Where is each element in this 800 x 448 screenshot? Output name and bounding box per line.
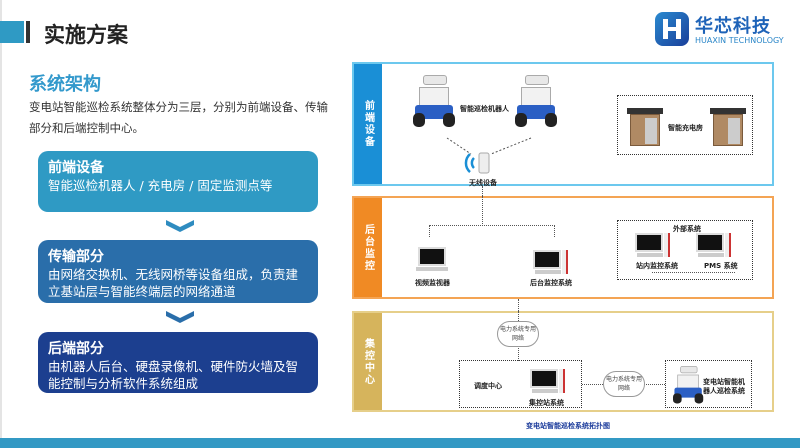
- dispatch-label: 调度中心: [474, 382, 502, 390]
- power-network-cloud: 电力系统专用网络: [497, 321, 539, 347]
- diagram-caption: 变电站智能巡检系统拓扑图: [526, 422, 610, 430]
- station-monitor-label: 站内监控系统: [636, 262, 678, 270]
- card-title: 传输部分: [48, 249, 104, 265]
- wireless-links: [446, 137, 532, 155]
- dispatch-center-group: [459, 360, 582, 408]
- computer-icon: [635, 233, 671, 259]
- card-text: 智能巡检机器人 / 充电房 / 固定监测点等: [48, 178, 273, 193]
- video-monitor-label: 视频监视器: [415, 279, 450, 287]
- robot-icon: [515, 75, 557, 130]
- layer-label: 集控中心: [354, 313, 382, 410]
- robot-system-label: 变电站智能机器人巡检系统: [703, 378, 745, 395]
- header-accent-bar: [26, 21, 30, 43]
- section-subtitle: 系统架构: [29, 74, 101, 95]
- layer-label: 前端设备: [354, 64, 382, 184]
- robot-icon: [413, 75, 455, 130]
- header-accent-block: [0, 21, 24, 43]
- wireless-label: 无线设备: [469, 179, 497, 187]
- card-text: 由机器人后台、硬盘录像机、硬件防火墙及智能控制与分析软件系统组成: [48, 359, 299, 391]
- computer-icon: [533, 250, 569, 276]
- robot-label: 智能巡检机器人: [460, 105, 509, 113]
- layer-central-control: 集控中心: [352, 311, 774, 412]
- power-network-cloud: 电力系统专用网络: [603, 371, 645, 397]
- pms-label: PMS 系统: [704, 262, 738, 270]
- layer-backend-monitor: 后台监控: [352, 196, 774, 299]
- external-system-label: 外部系统: [673, 225, 701, 233]
- robot-icon: [673, 366, 704, 406]
- company-logo: 华芯科技 HUAXIN TECHNOLOGY: [655, 10, 795, 50]
- logo-name-en: HUAXIN TECHNOLOGY: [695, 36, 784, 45]
- charging-room-icon: [710, 108, 746, 150]
- laptop-icon: [416, 247, 454, 273]
- layer-front-end: 前端设备: [352, 62, 774, 186]
- layer-label: 后台监控: [354, 198, 382, 297]
- logo-name-cn: 华芯科技: [695, 16, 771, 37]
- card-title: 后端部分: [48, 341, 104, 357]
- intro-text: 变电站智能巡检系统整体分为三层，分别为前端设备、传输部分和后端控制中心。: [29, 100, 328, 135]
- wifi-icon: [464, 152, 490, 174]
- card-title: 前端设备: [48, 160, 104, 176]
- chevron-down-icon: [166, 311, 194, 323]
- card-transmission: 传输部分 由网络交换机、无线网桥等设备组成，负责建立基站层与智能终端层的网络通道: [38, 240, 318, 303]
- card-text: 由网络交换机、无线网桥等设备组成，负责建立基站层与智能终端层的网络通道: [48, 267, 299, 299]
- central-station-label: 集控站系统: [529, 399, 564, 407]
- logo-h-icon: [655, 12, 689, 46]
- card-backend: 后端部分 由机器人后台、硬盘录像机、硬件防火墙及智能控制与分析软件系统组成: [38, 332, 318, 393]
- connector-line: [518, 299, 519, 319]
- charging-room-group: [617, 95, 753, 155]
- connector-line: [429, 225, 555, 237]
- backend-system-label: 后台监控系统: [530, 279, 572, 287]
- connector-line: [482, 196, 483, 226]
- robot-system-group: [665, 360, 752, 408]
- footer-bar: [0, 438, 800, 448]
- computer-icon: [530, 369, 566, 395]
- computer-icon: [696, 233, 732, 259]
- connector-line: [652, 272, 735, 273]
- left-edge: [0, 0, 2, 448]
- card-front-end: 前端设备 智能巡检机器人 / 充电房 / 固定监测点等: [38, 151, 318, 212]
- external-system-group: [617, 220, 753, 280]
- chevron-down-icon: [166, 220, 194, 232]
- charging-room-label: 智能充电房: [668, 124, 703, 132]
- page-title: 实施方案: [44, 23, 128, 47]
- charging-room-icon: [627, 108, 663, 150]
